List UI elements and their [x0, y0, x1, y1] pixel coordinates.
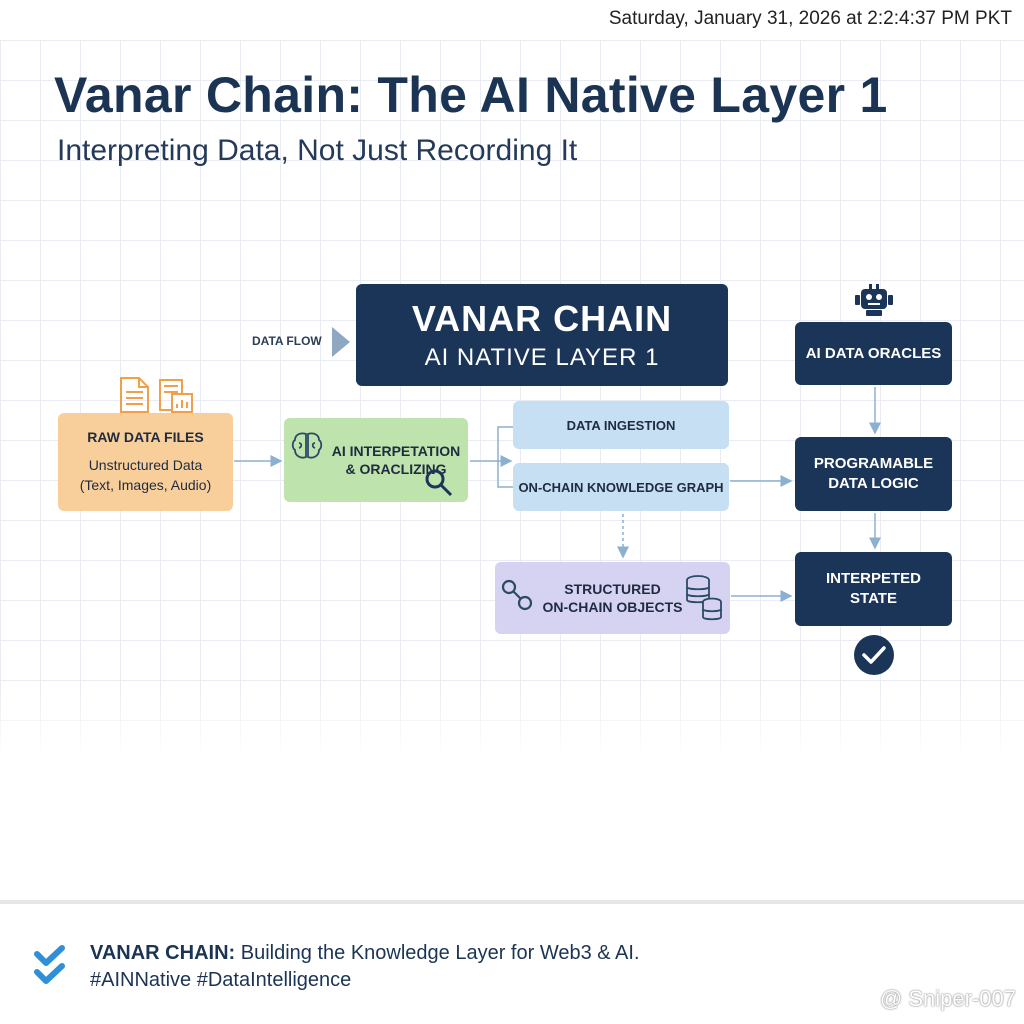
- raw-data-desc-line1: Unstructured Data: [88, 457, 203, 473]
- footer-hashtags[interactable]: #AINNative #DataIntelligence: [90, 969, 352, 991]
- structured-line2: ON-CHAIN OBJECTS: [542, 599, 683, 615]
- state-line2: STATE: [850, 590, 897, 607]
- knowledge-graph-box: ON-CHAIN KNOWLEDGE GRAPH: [513, 463, 729, 511]
- data-ingestion-label: DATA INGESTION: [566, 417, 676, 433]
- structured-line1: STRUCTURED: [564, 581, 661, 597]
- ai-interpretation-line2: & ORACLIZING: [345, 461, 447, 477]
- footer-line1: VANAR CHAIN: Building the Knowledge Laye…: [90, 940, 640, 967]
- double-check-icon: [34, 945, 65, 984]
- watermark: @ Sniper-007: [879, 986, 1016, 1011]
- magnifier-icon: [425, 469, 453, 497]
- vanar-chain-block: VANAR CHAIN AI NATIVE LAYER 1: [356, 284, 728, 386]
- vanar-chain-title: VANAR CHAIN: [411, 298, 673, 339]
- raw-data-desc-line2: (Text, Images, Audio): [79, 477, 212, 493]
- programmable-line2: DATA LOGIC: [828, 475, 919, 492]
- connector-lines: [234, 387, 881, 602]
- oracles-label: AI DATA ORACLES: [805, 344, 942, 362]
- programmable-logic-box: PROGRAMABLE DATA LOGIC: [795, 437, 952, 511]
- knowledge-graph-label: ON-CHAIN KNOWLEDGE GRAPH: [518, 479, 724, 495]
- grid-fade: [0, 690, 1024, 760]
- raw-data-files-box: RAW DATA FILES Unstructured Data (Text, …: [58, 413, 233, 511]
- brain-icon: [291, 432, 323, 459]
- footer-text: VANAR CHAIN: Building the Knowledge Laye…: [90, 940, 640, 994]
- document-icon: [120, 377, 149, 413]
- chart-file-icon: [159, 379, 193, 413]
- raw-data-heading: RAW DATA FILES: [87, 429, 204, 445]
- ai-interpretation-line1: AI INTERPETATION: [331, 443, 461, 459]
- flow-chevron-icon: [332, 327, 350, 357]
- state-line1: INTERPETED: [825, 570, 921, 587]
- data-ingestion-box: DATA INGESTION: [513, 401, 729, 449]
- timestamp: Saturday, January 31, 2026 at 2:2:4:37 P…: [608, 8, 1012, 29]
- check-circle-icon: [854, 635, 894, 675]
- vanar-chain-subtitle: AI NATIVE LAYER 1: [424, 344, 660, 371]
- ai-data-oracles-box: AI DATA ORACLES: [795, 322, 952, 385]
- database-icon: [686, 575, 722, 621]
- interpreted-state-box: INTERPETED STATE: [795, 552, 952, 626]
- robot-icon: [855, 284, 893, 316]
- data-flow-label: DATA FLOW: [252, 334, 322, 348]
- footer-brand: VANAR CHAIN:: [90, 942, 236, 964]
- footer-divider: [0, 900, 1024, 904]
- programmable-line1: PROGRAMABLE: [813, 455, 934, 472]
- link-icon: [501, 579, 533, 611]
- footer-tagline: Building the Knowledge Layer for Web3 & …: [235, 942, 640, 964]
- page-subtitle: Interpreting Data, Not Just Recording It: [57, 134, 578, 167]
- page-title: Vanar Chain: The AI Native Layer 1: [54, 67, 888, 123]
